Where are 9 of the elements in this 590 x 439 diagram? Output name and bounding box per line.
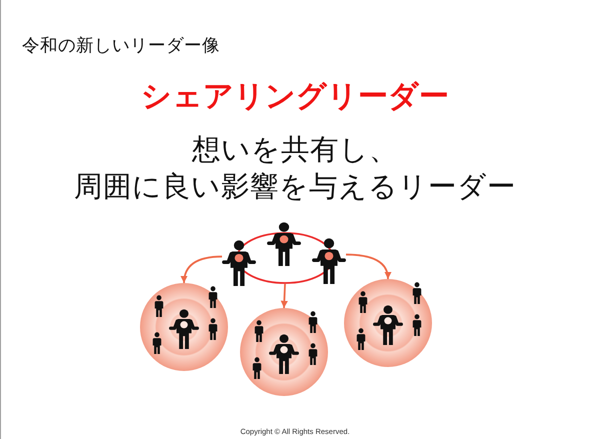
person-icon <box>267 222 301 266</box>
subtitle: 想いを共有し、周囲に良い影響を与えるリーダー <box>73 132 517 205</box>
arrow <box>180 256 222 284</box>
arrow <box>346 254 392 280</box>
person-icon <box>312 238 346 284</box>
title: シェアリングリーダー <box>140 78 450 116</box>
person-icon <box>222 240 256 286</box>
arrow <box>280 284 288 308</box>
heading: 令和の新しいリーダー像 <box>22 35 221 57</box>
